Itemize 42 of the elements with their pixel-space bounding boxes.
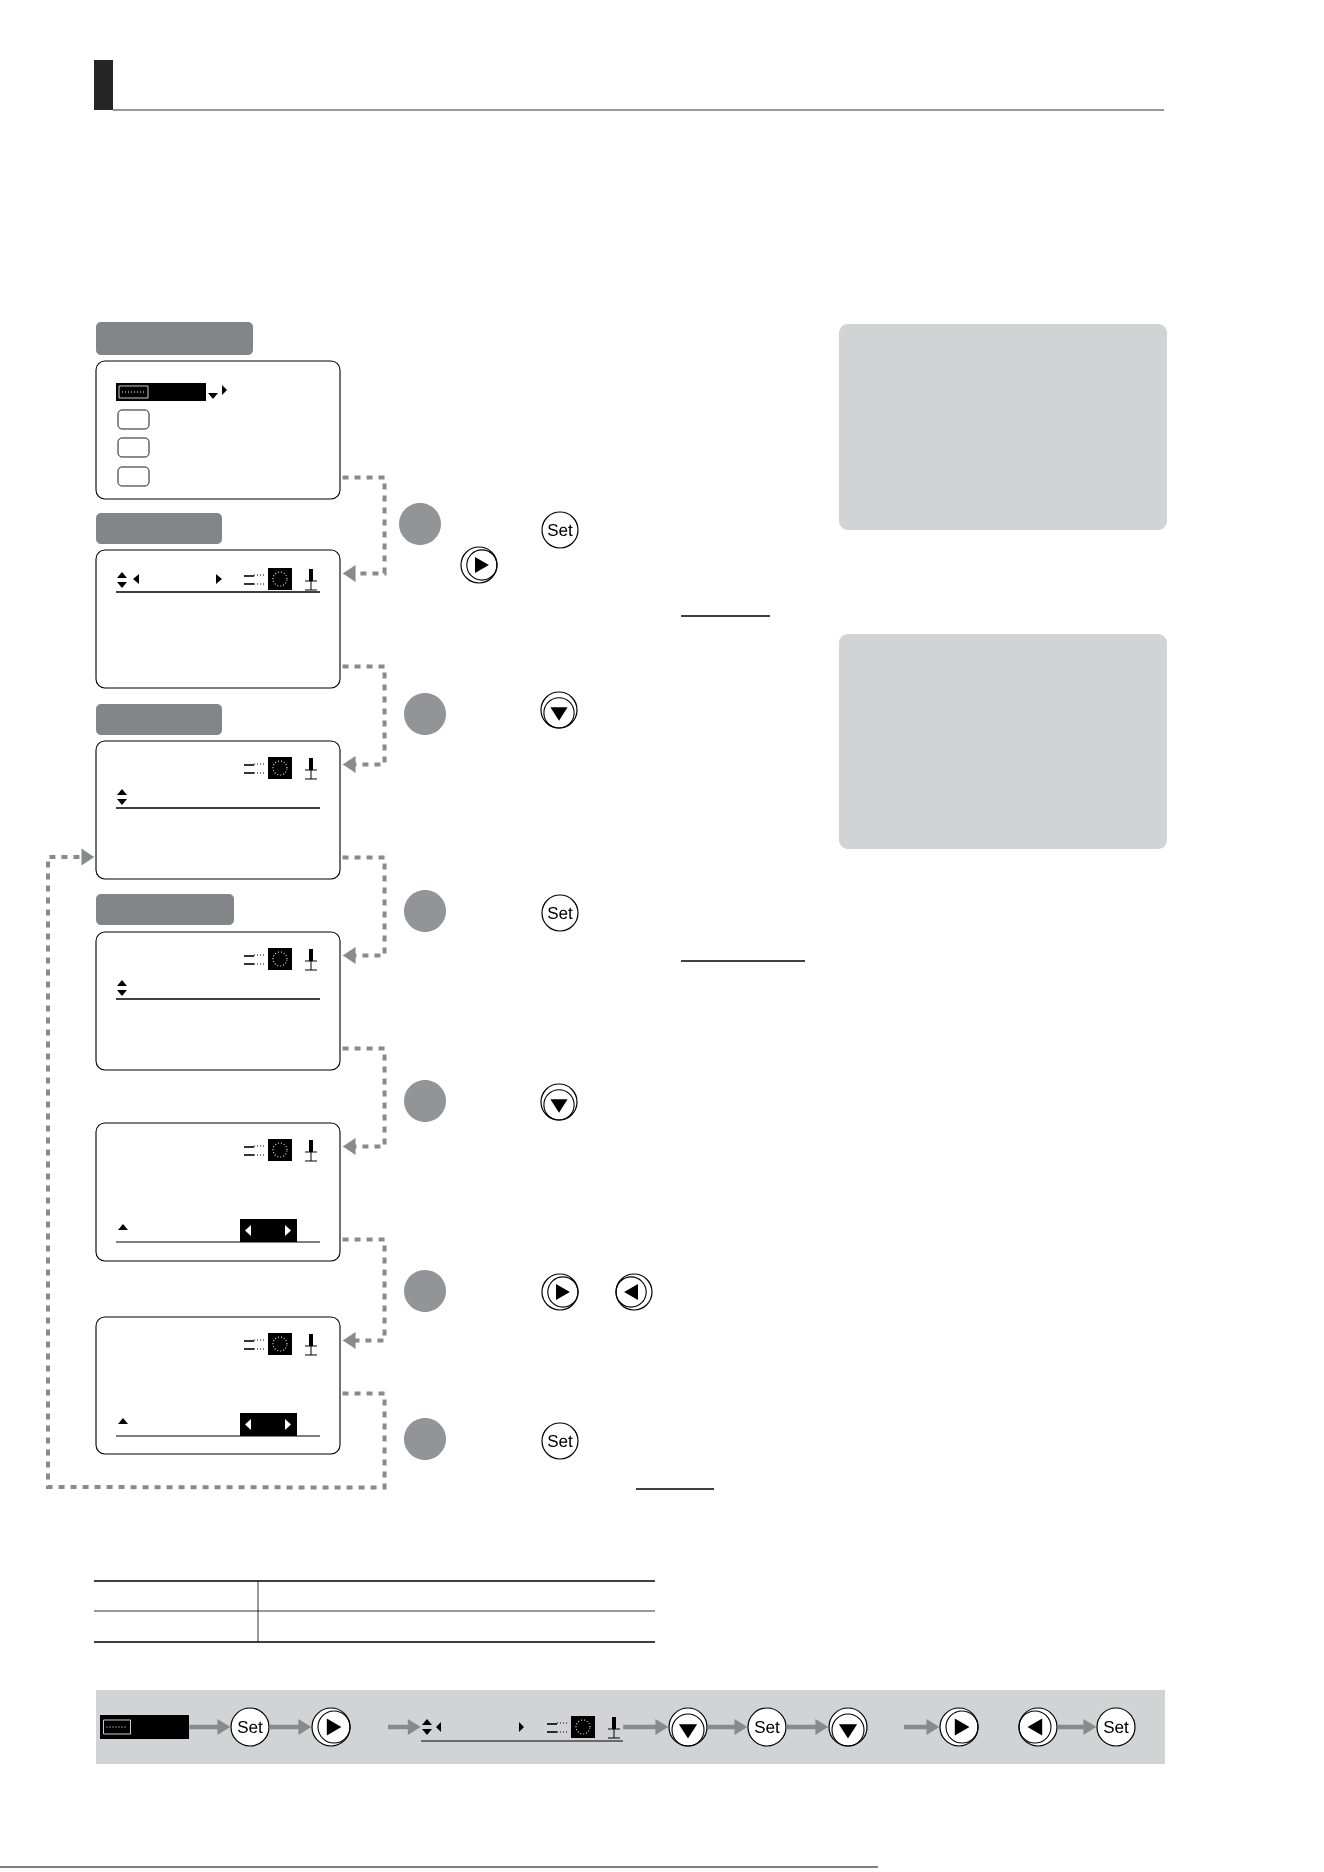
display-screen [95,1122,341,1262]
right-button [460,546,498,584]
arrow [46,848,387,1490]
step-circle [404,1270,446,1312]
display-screen [95,740,341,880]
left-button [615,1273,653,1311]
display-screen [95,931,341,1071]
set-button: Set [747,1707,787,1747]
right-button [541,1273,579,1311]
arrow [342,855,387,964]
step-circle [399,503,441,545]
down-button [540,691,578,729]
set-button: Set [1096,1707,1136,1747]
arrow [342,475,387,582]
display-screen [95,549,341,689]
arrow [342,1046,387,1155]
set-button: Set [541,894,579,932]
arrow [342,664,387,773]
display-line-drawing [420,1716,624,1742]
display-screen [95,1316,341,1455]
step-circle [404,1080,446,1122]
set-button: Set [230,1707,270,1747]
header-tab [96,513,222,544]
arrow [342,1237,387,1349]
display-screen [95,360,341,500]
down-button [540,1083,578,1121]
header-tab [96,894,234,925]
down-button [828,1707,868,1747]
step-circle [404,890,446,932]
step-circle [404,693,446,735]
left-button [1018,1707,1058,1747]
right-button [311,1707,351,1747]
note-panel [839,324,1167,530]
header-tab [96,322,253,355]
step-circle [404,1418,446,1460]
down-button [668,1707,708,1747]
header-tab [96,704,222,735]
set-button: Set [541,511,579,549]
display-chip [100,1715,189,1739]
set-button: Set [541,1422,579,1460]
note-panel [839,634,1167,849]
right-button [939,1707,979,1747]
